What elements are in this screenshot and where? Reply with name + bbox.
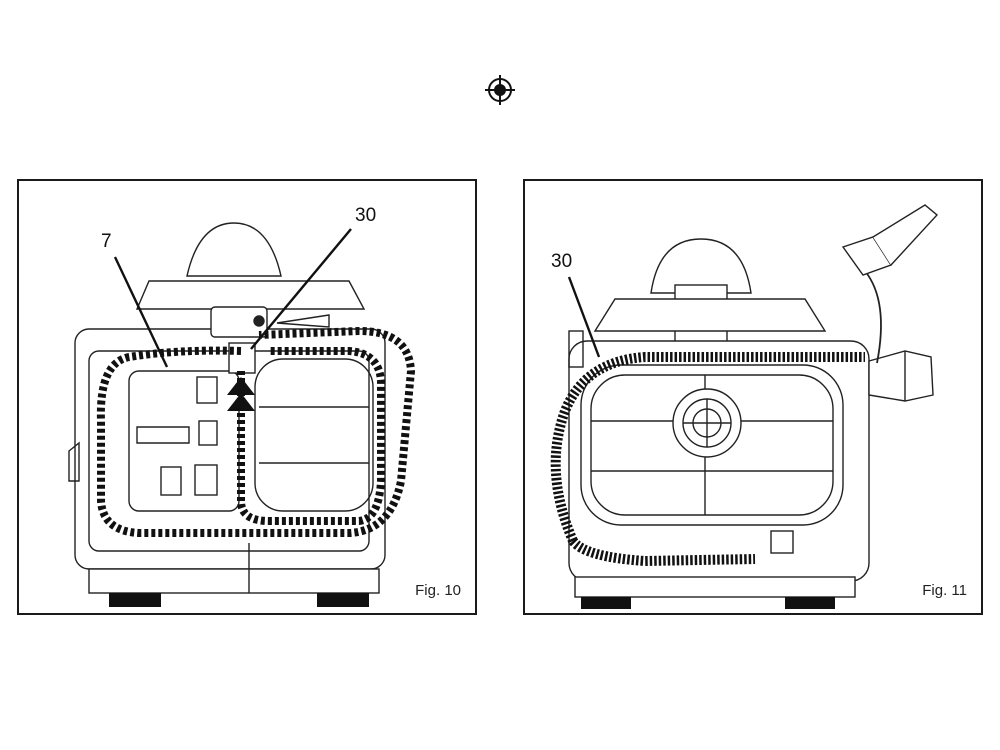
figure-caption: Fig. 11: [922, 582, 967, 599]
figure-caption: Fig. 10: [415, 582, 461, 599]
device-back-hose-wrapped-illustration: [550, 204, 939, 609]
callout-number-7: 7: [101, 231, 112, 252]
registration-mark-icon: [485, 75, 515, 105]
figure-10-panel: 7 30 Fig. 10: [17, 179, 477, 615]
callout-number-30: 30: [355, 205, 377, 226]
callout-number-30: 30: [551, 251, 573, 272]
figure-11-panel: 30 Fig. 11: [523, 179, 983, 615]
device-front-hose-wrapped-illustration: [68, 222, 416, 607]
